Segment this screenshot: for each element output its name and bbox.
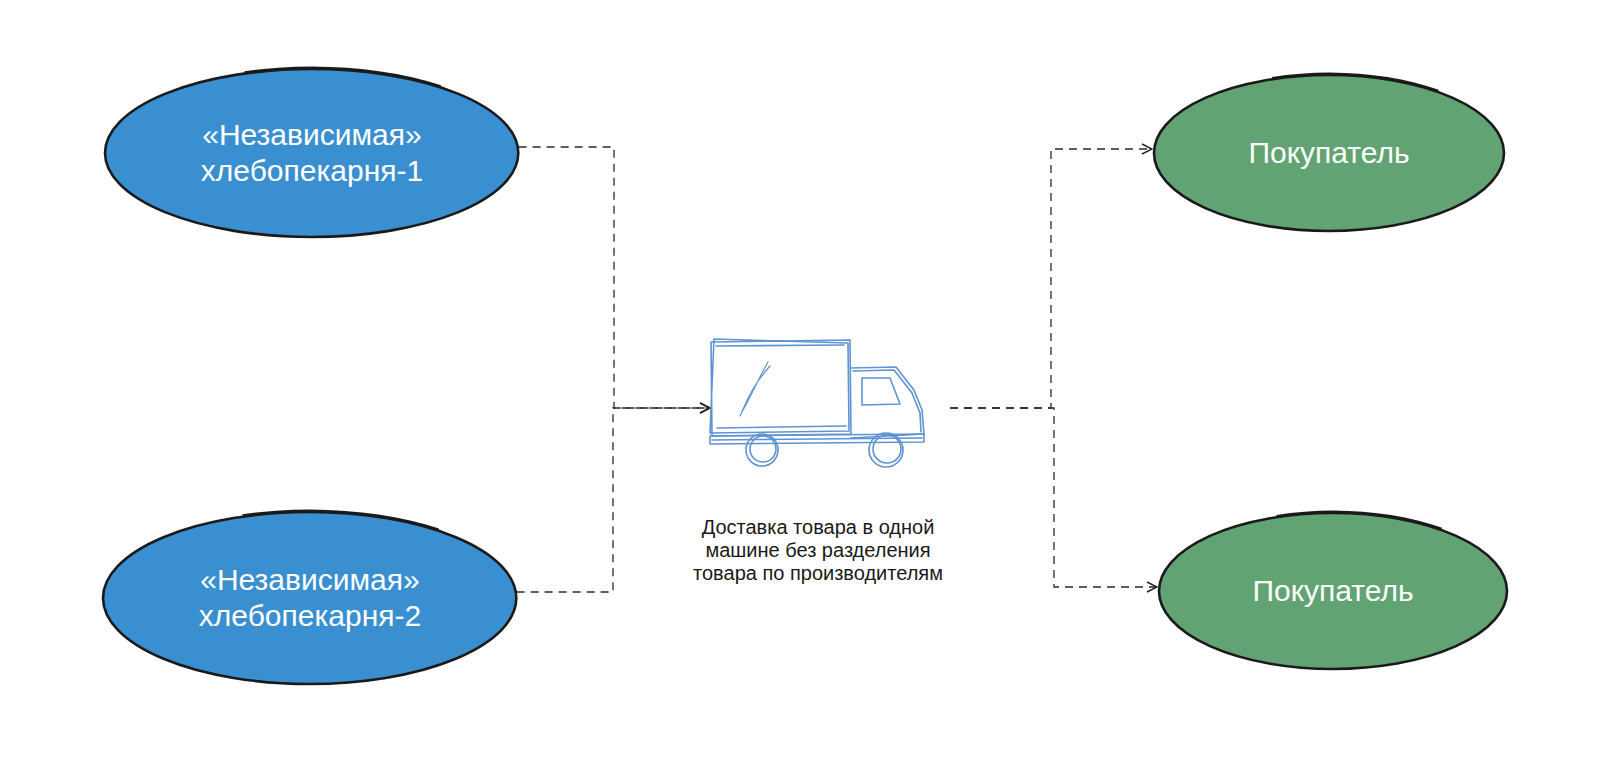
ellipse-outline: [103, 67, 520, 239]
sketch-stroke: [245, 68, 441, 87]
text-holder: «Независимая» хлебопекарня-1: [103, 67, 520, 239]
truck-caption: Доставка товара в одной машине без разде…: [693, 516, 943, 585]
node-label: Покупатель: [1252, 573, 1413, 609]
node-label: «Независимая» хлебопекарня-2: [173, 562, 447, 634]
producer-ellipse: «Независимая» хлебопекарня-2: [101, 510, 518, 686]
dashed-connector: [519, 147, 710, 408]
ellipse-outline: [101, 510, 518, 686]
truck-illustration: [710, 338, 950, 480]
ellipse-fill: [1159, 513, 1507, 669]
node-label: Покупатель: [1248, 135, 1409, 171]
ellipse-fill: [103, 512, 516, 684]
text-holder: Покупатель: [1157, 511, 1509, 671]
dashed-connector: [517, 408, 710, 592]
dashed-connector: [950, 408, 1157, 587]
dashed-connector: [950, 149, 1152, 408]
text-holder: «Независимая» хлебопекарня-2: [101, 510, 518, 686]
ellipse-fill: [1154, 75, 1504, 231]
producer-ellipse: «Независимая» хлебопекарня-1: [103, 67, 520, 239]
customer-ellipse: Покупатель: [1152, 73, 1506, 233]
delivery-truck: Доставка товара в одной машине без разде…: [710, 338, 950, 480]
node-label: «Независимая» хлебопекарня-1: [175, 117, 449, 189]
sketch-stroke: [1276, 512, 1441, 529]
ellipse-fill: [105, 69, 518, 237]
sketch-stroke: [243, 511, 439, 530]
customer-ellipse: Покупатель: [1157, 511, 1509, 671]
text-holder: Покупатель: [1152, 73, 1506, 233]
sketch-stroke: [1272, 74, 1438, 91]
